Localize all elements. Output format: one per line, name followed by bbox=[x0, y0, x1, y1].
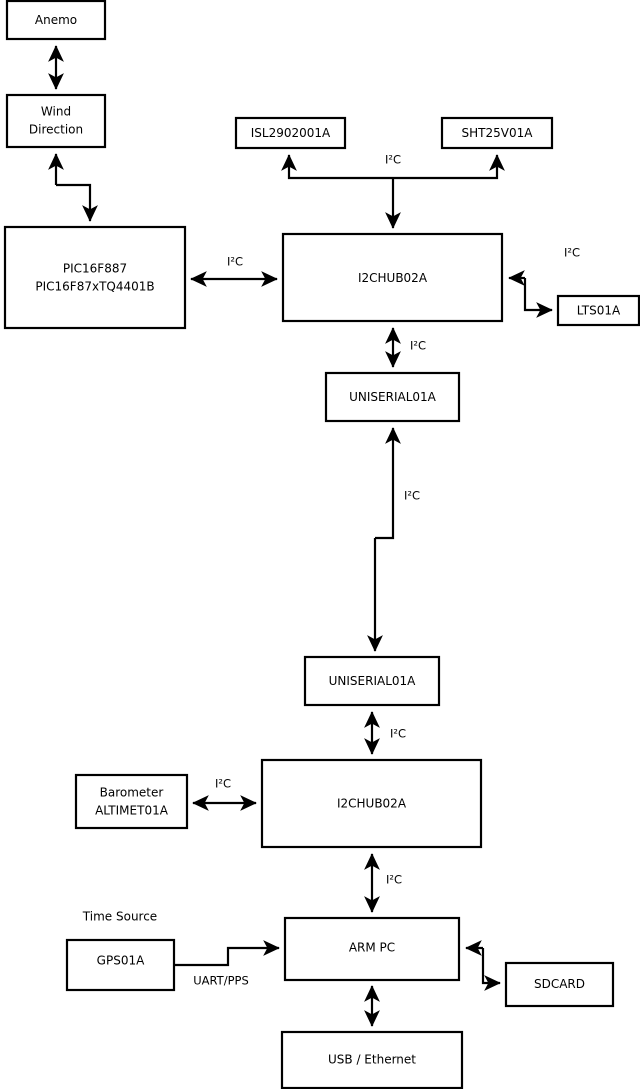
edge-hub-lts-out bbox=[523, 278, 553, 318]
edge-label-barometer-hub2: I²C bbox=[215, 777, 231, 791]
node-lts01a[interactable]: LTS01A bbox=[556, 294, 640, 327]
node-gps01a-label: GPS01A bbox=[97, 954, 145, 968]
node-uniserial01a-upper-label: UNISERIAL01A bbox=[349, 390, 437, 404]
edge-label-pic-hub: I²C bbox=[227, 255, 243, 269]
node-barometer[interactable]: Barometer ALTIMET01A bbox=[74, 773, 189, 830]
node-i2chub02a-bottom-label: I2CHUB02A bbox=[337, 797, 407, 811]
node-wind-direction-box bbox=[5, 93, 107, 149]
node-sdcard-box bbox=[504, 961, 615, 1008]
node-uniserial01a-lower-box bbox=[303, 655, 441, 707]
node-sdcard-label: SDCARD bbox=[534, 977, 585, 991]
node-pic-mcu[interactable]: PIC16F887 PIC16F87xTQ4401B bbox=[3, 225, 187, 330]
edge-label-hub-sensors: I²C bbox=[385, 153, 401, 167]
node-barometer-box bbox=[74, 773, 189, 830]
node-sht25v01a-box bbox=[440, 116, 554, 150]
node-anemo-box bbox=[5, 0, 107, 41]
node-arm-pc-label: ARM PC bbox=[349, 941, 395, 955]
node-uniserial01a-upper-box bbox=[324, 371, 461, 423]
node-sht25v01a-label: SHT25V01A bbox=[462, 126, 534, 140]
node-sht25v01a[interactable]: SHT25V01A bbox=[440, 116, 554, 150]
node-pic-mcu-label-line2: PIC16F87xTQ4401B bbox=[35, 280, 154, 294]
edge-uniserial-link-up bbox=[375, 427, 401, 540]
node-isl2902001a-box bbox=[234, 116, 347, 150]
node-barometer-label-line1: Barometer bbox=[100, 786, 164, 800]
node-uniserial01a-upper[interactable]: UNISERIAL01A bbox=[324, 371, 461, 423]
node-uniserial01a-lower[interactable]: UNISERIAL01A bbox=[303, 655, 441, 707]
edge-label-hub-uniserial: I²C bbox=[410, 339, 426, 353]
node-anemo[interactable]: Anemo bbox=[5, 0, 107, 41]
node-isl2902001a[interactable]: ISL2902001A bbox=[234, 116, 347, 150]
node-pic-mcu-box bbox=[3, 225, 187, 330]
node-i2chub02a-top-box bbox=[281, 232, 504, 323]
node-i2chub02a-bottom[interactable]: I2CHUB02A bbox=[260, 758, 483, 849]
node-sdcard[interactable]: SDCARD bbox=[504, 961, 615, 1008]
node-wind-direction-label-line2: Direction bbox=[29, 123, 83, 137]
node-wind-direction[interactable]: Wind Direction bbox=[5, 93, 107, 149]
node-lts01a-label: LTS01A bbox=[577, 304, 621, 318]
node-isl2902001a-label: ISL2902001A bbox=[251, 126, 331, 140]
node-gps01a-box bbox=[65, 938, 176, 992]
edge-wind-pic-jog bbox=[56, 183, 98, 222]
edge-gps-armpc bbox=[174, 940, 280, 967]
edge-label-gps-armpc: UART/PPS bbox=[193, 974, 249, 988]
node-i2chub02a-top[interactable]: I2CHUB02A bbox=[281, 232, 504, 323]
node-usb-ethernet[interactable]: USB / Ethernet bbox=[280, 1030, 464, 1089]
edge-bus-isl bbox=[281, 154, 393, 180]
node-anemo-label: Anemo bbox=[35, 13, 77, 27]
label-time-source: Time Source bbox=[82, 910, 157, 924]
edge-bus-sht bbox=[393, 154, 505, 180]
node-arm-pc[interactable]: ARM PC bbox=[283, 916, 461, 982]
edge-label-uniserial-hub2: I²C bbox=[390, 727, 406, 741]
node-arm-pc-box bbox=[283, 916, 461, 982]
node-pic-mcu-label-line1: PIC16F887 bbox=[63, 262, 127, 276]
edge-armpc-sdcard-out bbox=[481, 948, 501, 991]
edge-label-hub2-armpc: I²C bbox=[386, 873, 402, 887]
node-wind-direction-label-line1: Wind bbox=[41, 105, 71, 119]
edge-label-hub-lts: I²C bbox=[564, 246, 580, 260]
node-usb-ethernet-box bbox=[280, 1030, 464, 1089]
edge-label-uniserial-link: I²C bbox=[404, 489, 420, 503]
node-gps01a[interactable]: GPS01A bbox=[65, 938, 176, 992]
node-i2chub02a-bottom-box bbox=[260, 758, 483, 849]
node-barometer-label-line2: ALTIMET01A bbox=[95, 804, 169, 818]
node-usb-ethernet-label: USB / Ethernet bbox=[328, 1053, 416, 1067]
node-lts01a-box bbox=[556, 294, 640, 327]
node-uniserial01a-lower-label: UNISERIAL01A bbox=[329, 674, 417, 688]
node-i2chub02a-top-label: I2CHUB02A bbox=[358, 271, 428, 285]
